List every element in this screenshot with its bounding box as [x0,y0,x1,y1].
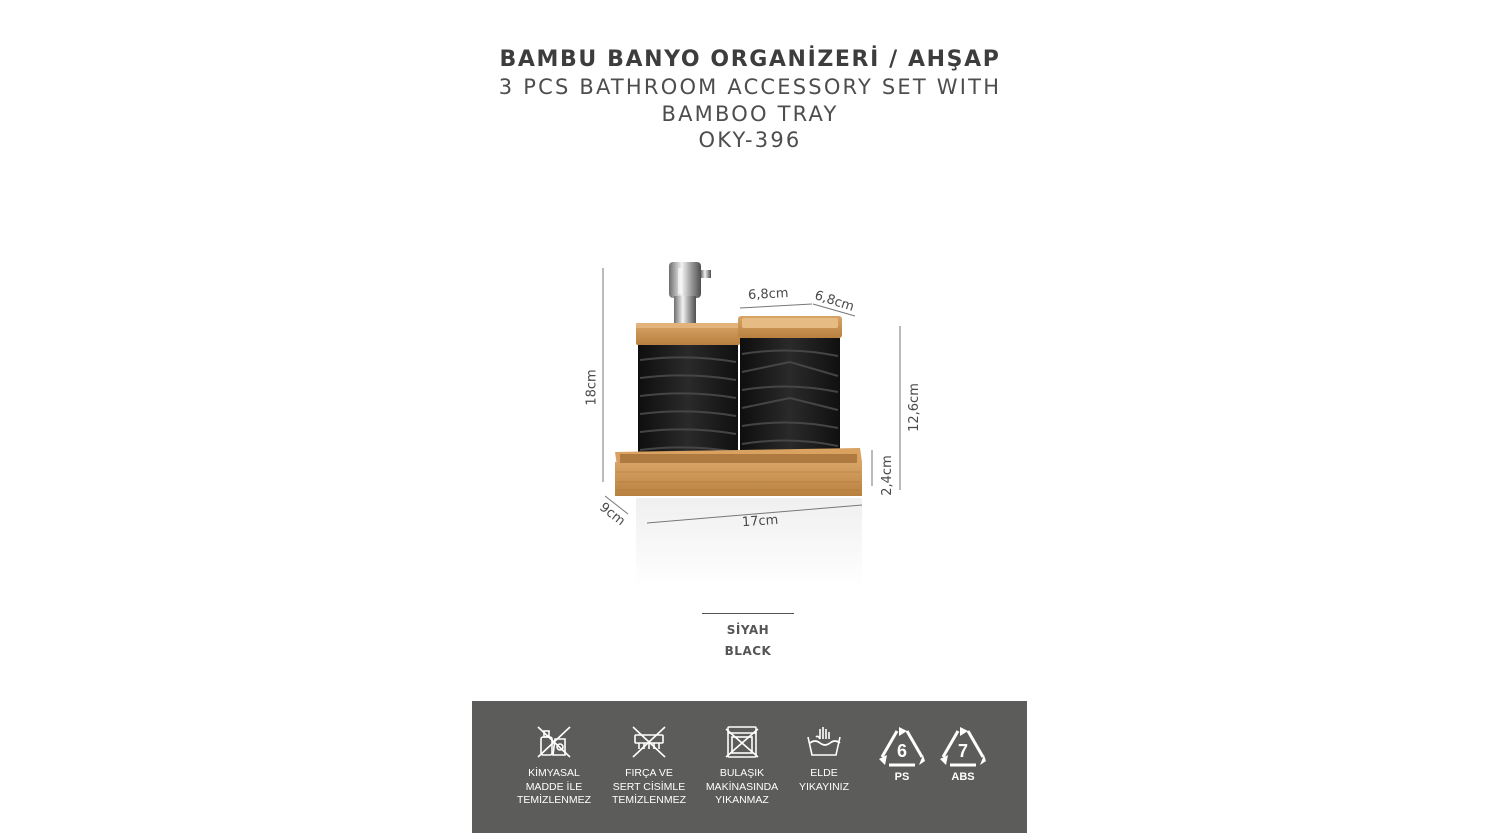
dimension-tumbler-height: 12,6cm [906,383,922,432]
product-illustration [602,262,901,588]
recycle-triangle-icon: 7 [940,727,986,767]
color-name-tr: SİYAH [726,623,770,637]
care-item-hand-wash: ELDE YIKAYINIZ [788,725,860,794]
product-title: BAMBU BANYO ORGANİZERİ / AHŞAP [499,47,1001,72]
recycle-number-7: 7 [958,741,968,761]
product-subtitle-line1: 3 PCS BATHROOM ACCESSORY SET WITH [498,75,1002,99]
product-subtitle-line2: BAMBOO TRAY [661,101,839,126]
dimension-tray-length: 17cm [741,512,779,531]
care-label-no-brush: FIRÇA VE SERT CİSİMLE TEMİZLENMEZ [611,767,687,806]
no-brush-icon [632,726,666,758]
care-item-no-chemical: KİMYASAL MADDE İLE TEMİZLENMEZ [510,725,598,808]
color-divider [702,613,794,614]
no-dishwasher-icon [725,726,759,758]
recycle-symbol-6: 6 PS [876,725,928,783]
no-chemical-icon [537,726,571,758]
product-code: OKY-396 [698,128,802,152]
care-item-no-dishwasher: BULAŞIK MAKİNASINDA YIKANMAZ [696,725,788,808]
hand-wash-icon [807,727,841,756]
dimension-height-total: 18cm [584,369,600,406]
recycle-code-ps: PS [894,771,910,783]
dimension-tray-height: 2,4cm [879,455,895,496]
recycle-triangle-icon: 6 [879,727,925,767]
recycle-number-6: 6 [897,741,907,761]
color-name-en: BLACK [724,644,772,658]
care-label-no-dishwasher: BULAŞIK MAKİNASINDA YIKANMAZ [705,767,779,806]
care-instructions-bar: KİMYASAL MADDE İLE TEMİZLENMEZ FIRÇA VE … [472,701,1027,833]
care-label-hand-wash: ELDE YIKAYINIZ [799,767,849,793]
dimension-tumbler-width: 6,8cm [747,285,789,304]
care-label-no-chemical: KİMYASAL MADDE İLE TEMİZLENMEZ [516,767,592,806]
recycle-symbol-7: 7 ABS [937,725,989,783]
color-swatch: SİYAH BLACK [702,613,794,662]
care-item-no-brush: FIRÇA VE SERT CİSİMLE TEMİZLENMEZ [604,725,694,808]
recycle-code-abs: ABS [951,771,975,783]
product-image: 18cm 6,8cm 6,8cm 12,6cm 2,4cm 17cm 9cm [560,250,940,610]
title-block: BAMBU BANYO ORGANİZERİ / AHŞAP 3 PCS BAT… [0,46,1500,154]
